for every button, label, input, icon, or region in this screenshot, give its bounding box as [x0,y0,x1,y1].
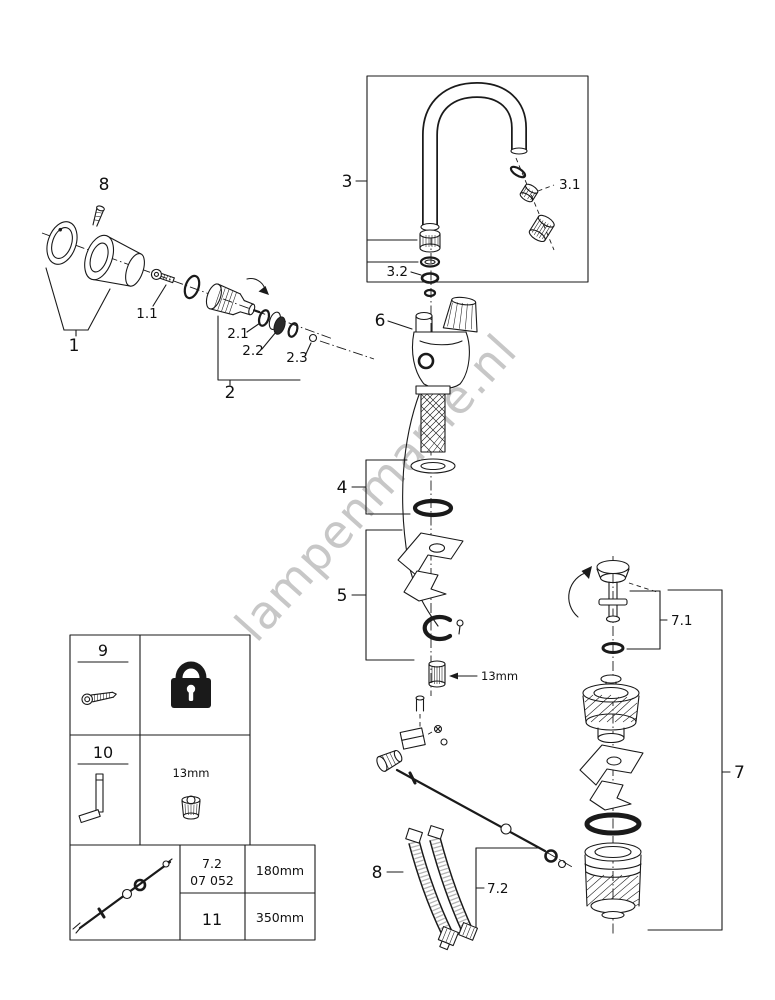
pivot-rod-group [376,695,575,931]
mounting-clamp-group [351,529,478,688]
hose-group [386,825,479,951]
spout-seal-group [410,229,441,298]
handle-screw-icon [150,268,175,284]
callout-drain-set: 7 [734,763,745,783]
legend-nut-size-label: 13mm [172,766,209,780]
legend-table [69,634,316,941]
popup-plug-group [568,556,668,934]
callout-cartridge-sub3: 2.3 [286,350,307,366]
unscrew-arrow-icon [568,566,592,618]
callout-popup-rod: 7.2 [487,881,508,897]
legend-item11-label: 11 [202,910,222,929]
callout-mounting: 5 [337,586,348,606]
callout-gaskets: 4 [337,478,348,498]
padlock-icon [171,661,211,708]
callout-cartridge-sub1: 2.1 [227,326,248,342]
callout-spout-seal: 3.2 [387,264,408,280]
drain-assembly [579,589,731,931]
legend-code-top: 7.2 [202,856,222,871]
aerator-group [509,157,555,251]
wrench-size-label: 13mm [481,669,518,683]
rotation-arrow-icon [246,278,269,295]
handle-assembly [41,205,334,340]
body-knob-icon [442,296,478,333]
faucet-body-group [387,296,478,627]
allen-key-icon [78,773,104,824]
watermark: lampenmanie.nl [224,323,527,651]
nut-icon [181,795,201,820]
legend-length-350: 350mm [256,910,304,925]
legend-length-180: 180mm [256,863,304,878]
gasket-group [351,458,456,518]
handle-cap-icon [46,221,78,265]
mounting-nut-icon [428,660,446,688]
callout-cartridge-sub2: 2.2 [242,343,263,359]
legend-item9-label: 9 [98,641,108,660]
retaining-ring-icon [183,274,201,300]
handle-body-icon [84,234,145,287]
callout-body: 6 [375,311,386,331]
spout-icon [420,81,528,232]
set-screw-icon [92,205,105,227]
callout-handle: 1 [69,336,80,356]
legend-item10-label: 10 [93,743,113,762]
callout-cartridge: 2 [225,383,236,403]
callout-set-screw: 8 [99,175,110,195]
callout-hoses: 8 [372,863,383,883]
callout-1-bracket [45,267,111,337]
callout-spout: 3 [342,172,353,192]
screw-icon [81,691,117,706]
lift-rod-icon [72,858,173,934]
legend-code-bottom: 07 052 [190,873,234,888]
cartridge-assembly [205,278,375,386]
callout-aerator: 3.1 [559,177,580,193]
callout-handle-sub: 1.1 [136,306,157,322]
callout-popup-plug: 7.1 [671,613,692,629]
